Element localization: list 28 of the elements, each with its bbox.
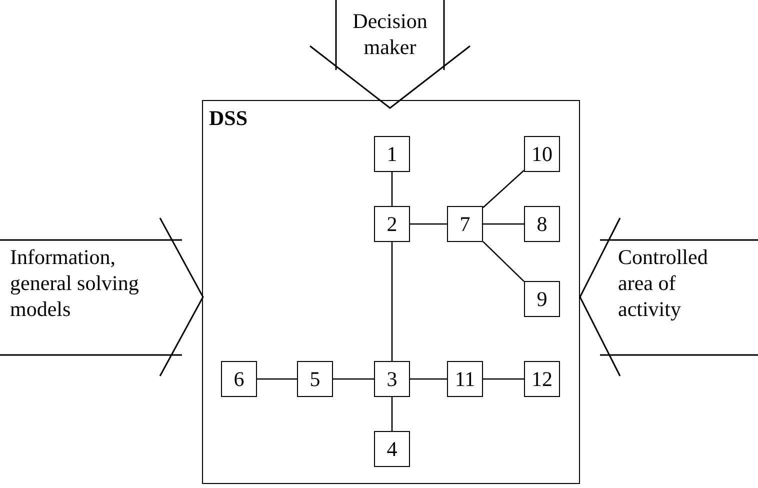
- number-box: 5: [297, 361, 333, 397]
- connector-line: [483, 223, 524, 225]
- connector-line: [482, 170, 524, 208]
- system-frame: [202, 100, 580, 484]
- number-box: 1: [374, 136, 410, 172]
- connector-line: [333, 378, 374, 380]
- connector-line: [391, 242, 393, 361]
- connector-line: [410, 378, 447, 380]
- number-box: 4: [374, 431, 410, 467]
- arrow-label: Controlled area of activity: [618, 244, 709, 322]
- number-box: 2: [374, 206, 410, 242]
- number-box: 7: [447, 206, 483, 242]
- arrow-label: Information, general solving models: [10, 244, 140, 322]
- number-box: 11: [447, 361, 483, 397]
- connector-line: [391, 172, 393, 206]
- number-box: 10: [524, 136, 560, 172]
- number-box: 8: [524, 206, 560, 242]
- frame-title: DSS: [209, 105, 248, 131]
- arrow-label: Decision maker: [352, 8, 428, 60]
- connector-line: [257, 378, 297, 380]
- number-box: 12: [524, 361, 560, 397]
- connector-line: [482, 241, 524, 282]
- number-box: 3: [374, 361, 410, 397]
- connector-line: [483, 378, 524, 380]
- number-box: 9: [524, 281, 560, 317]
- number-box: 6: [221, 361, 257, 397]
- connector-line: [410, 223, 447, 225]
- connector-line: [391, 397, 393, 431]
